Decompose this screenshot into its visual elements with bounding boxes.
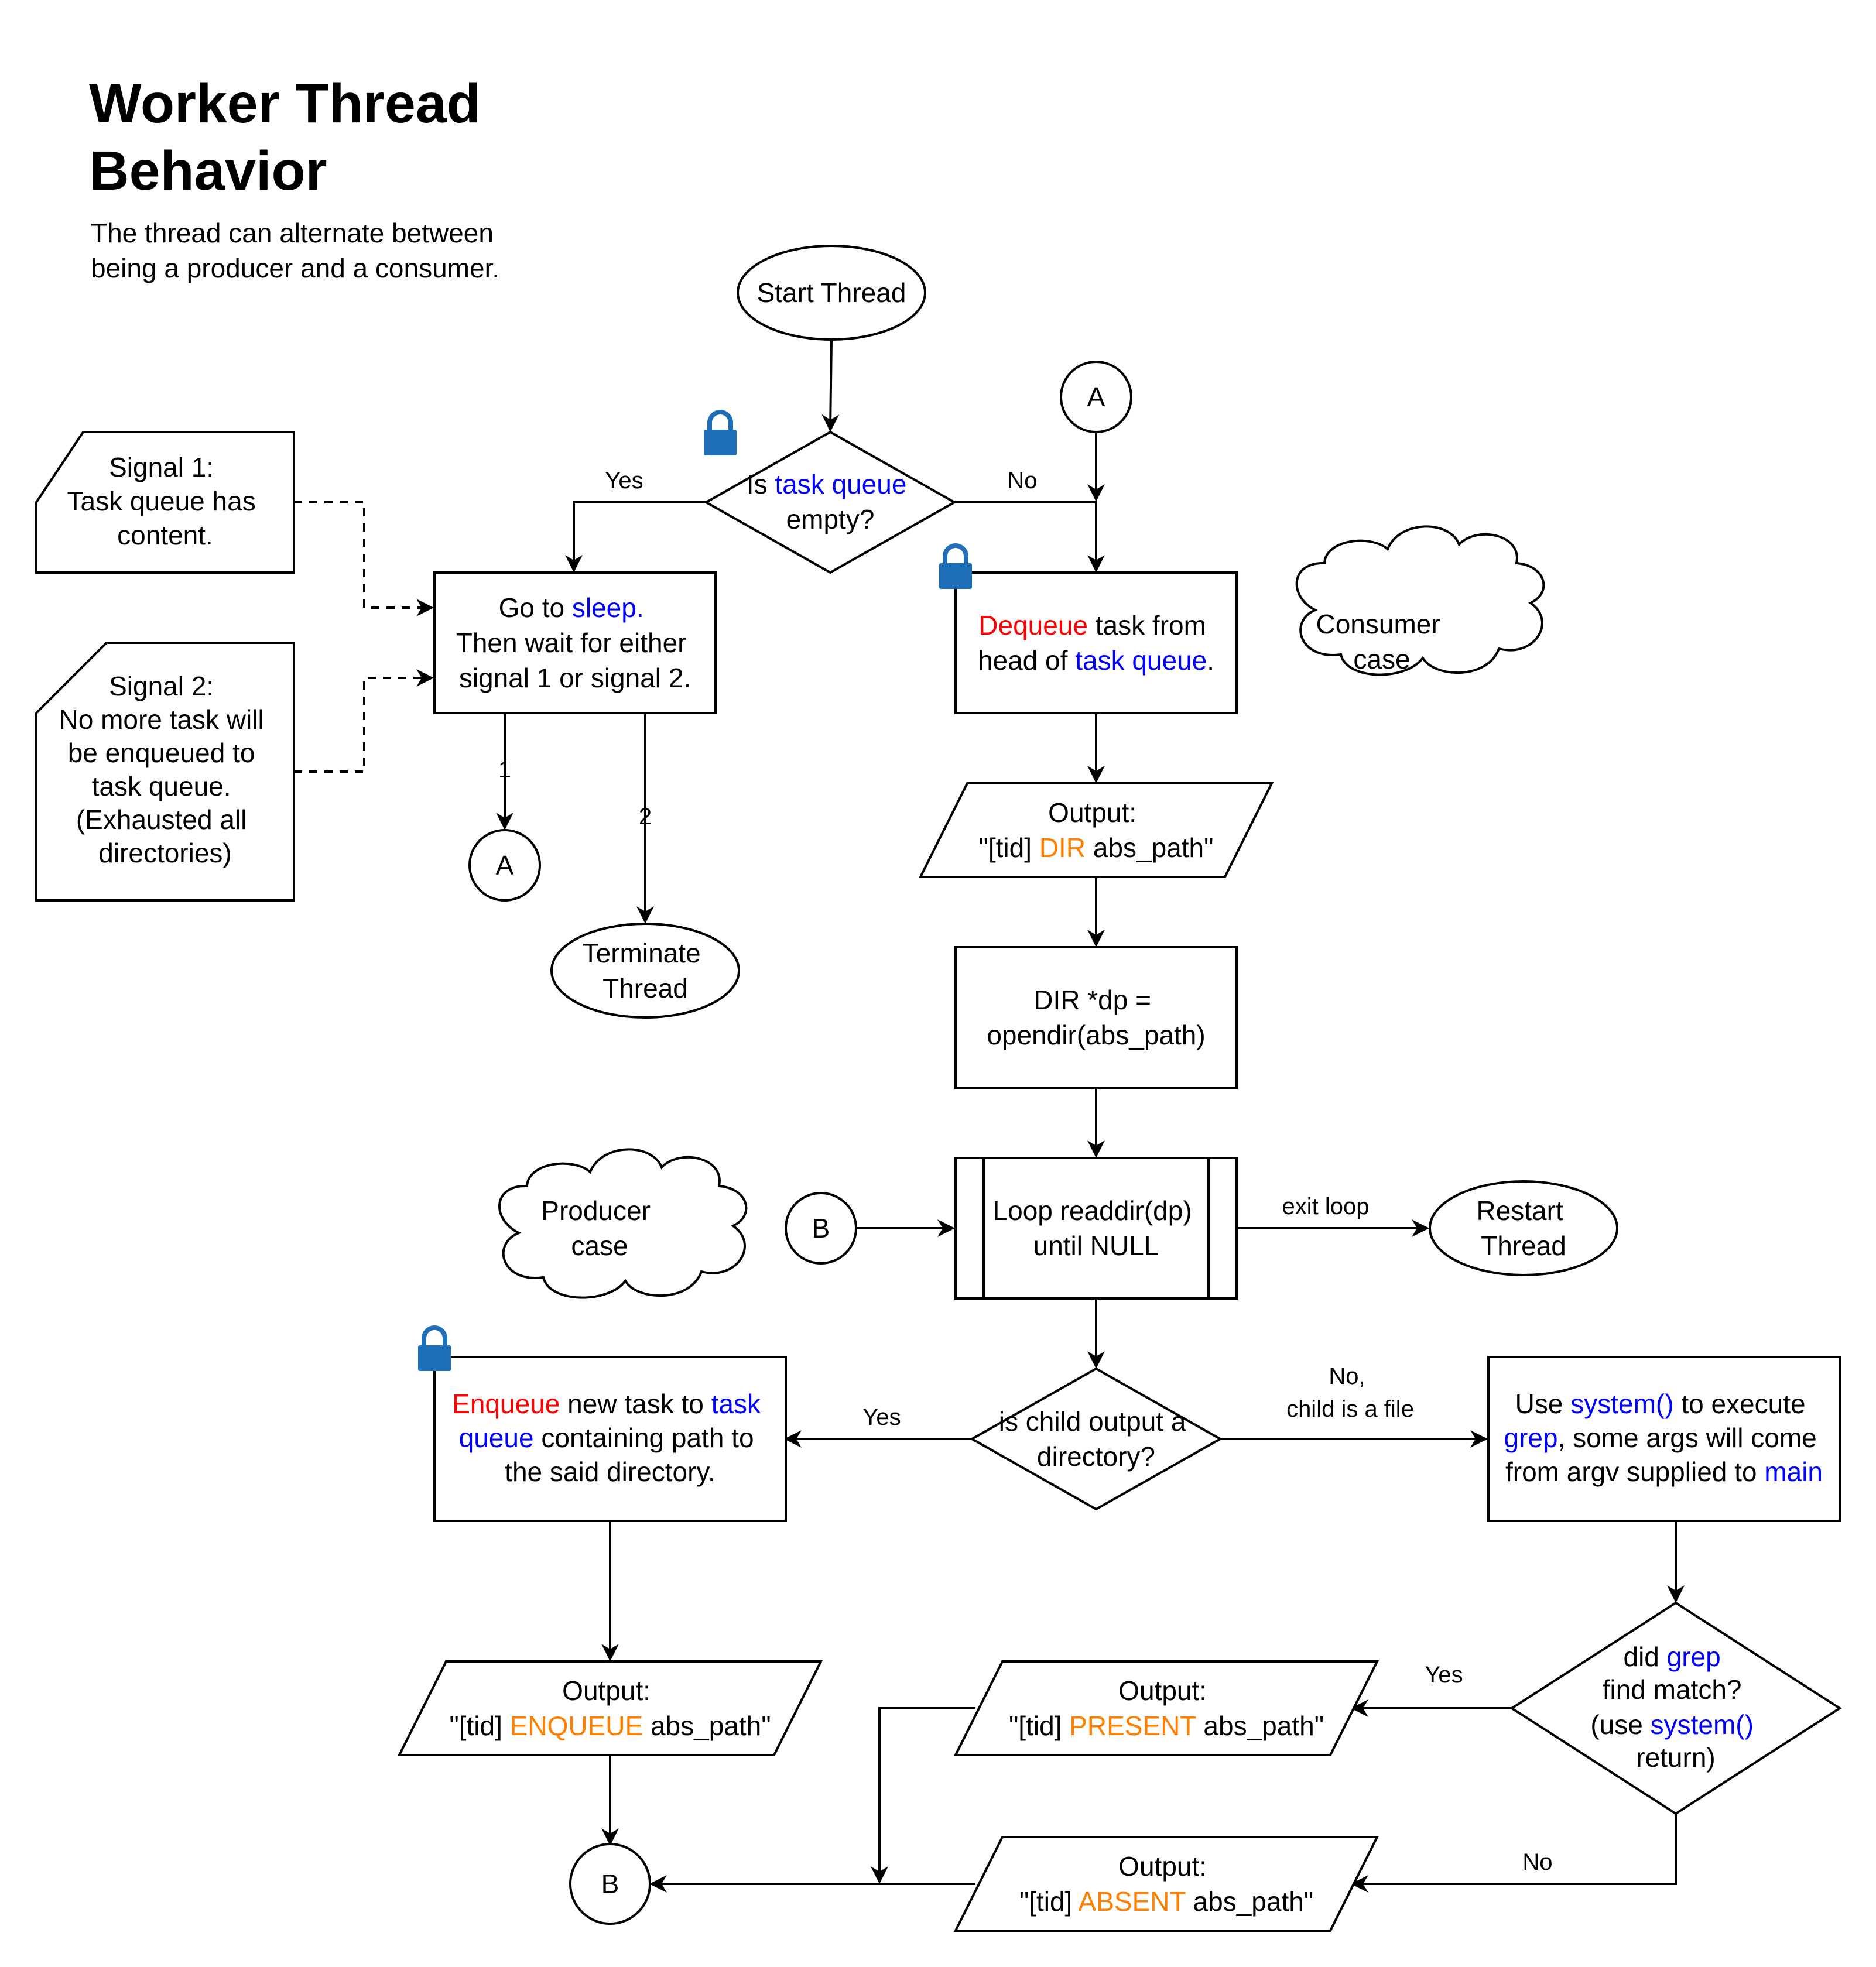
terminate-label: Terminate Thread: [583, 938, 708, 1003]
lock-icon: [939, 546, 972, 589]
edge-label-queue-no: No: [1007, 468, 1037, 494]
edge-label-isdir-no: No, child is a file: [1286, 1363, 1414, 1422]
connector-b-bottom: [569, 1843, 651, 1925]
signal2-card: [35, 642, 295, 902]
edge-label-isdir-yes: Yes: [862, 1404, 901, 1430]
enqueue-box: [433, 1356, 787, 1522]
page-subtitle: The thread can alternate between being a…: [91, 215, 676, 286]
output-dir-label: Output: "[tid] DIR abs_path": [979, 797, 1214, 863]
loop-subprocess: [954, 1157, 1238, 1300]
restart-label: Restart Thread: [1476, 1195, 1570, 1261]
edges: [294, 339, 1685, 1893]
output-present-label: Output: "[tid] PRESENT abs_path": [1009, 1675, 1324, 1741]
connector-a-top: [1060, 361, 1132, 433]
output-dir-parallelogram: [918, 782, 1274, 878]
signal1-card: [35, 431, 295, 574]
edge-label-sleep-1: 1: [498, 757, 511, 783]
signal1-label: Signal 1: Task queue has content.: [67, 452, 263, 550]
dequeue-label: Dequeue task from head of task queue.: [978, 610, 1214, 676]
sleep-label: Go to sleep. Then wait for either signal…: [456, 592, 694, 693]
opendir-label: DIR *dp = opendir(abs_path): [987, 985, 1205, 1050]
edge-grep-no: [1351, 1814, 1677, 1893]
title-line: Behavior: [89, 140, 327, 202]
edge-present-to-join: [871, 1707, 975, 1884]
dequeue-box: [954, 571, 1238, 714]
queue-empty-decision: [703, 430, 957, 574]
output-enqueue-label: Output: "[tid] ENQUEUE abs_path": [449, 1675, 771, 1741]
subtitle-line: being a producer and a consumer.: [91, 253, 500, 283]
connector-a-top-label: A: [1087, 382, 1105, 412]
consumer-cloud: [1295, 525, 1545, 676]
terminate-terminal: [550, 923, 740, 1019]
edge-signal2-to-sleep: [294, 669, 434, 773]
lock-icon: [418, 1328, 451, 1371]
edge-label-sleep-2: 2: [639, 804, 652, 830]
start-label: Start Thread: [757, 277, 906, 308]
is-dir-label: is child output a directory?: [999, 1406, 1193, 1472]
loop-label: Loop readdir(dp) until NULL: [993, 1195, 1200, 1261]
output-absent-parallelogram: [953, 1836, 1379, 1932]
grep-match-label: did grep find match? (use system() retur…: [1590, 1642, 1761, 1773]
edge-start-to-decision: [821, 339, 840, 432]
title-line: Worker Thread: [89, 73, 481, 135]
subtitle-line: The thread can alternate between: [91, 218, 494, 248]
is-dir-decision: [969, 1367, 1223, 1511]
queue-empty-label: Is task queue empty?: [747, 469, 914, 534]
edge-queue-yes: [565, 501, 706, 573]
edge-queue-no: [954, 501, 1105, 573]
connector-a-bottom: [468, 829, 541, 902]
output-absent-label: Output: "[tid] ABSENT abs_path": [1019, 1851, 1313, 1917]
producer-cloud-label: Producer case: [541, 1195, 658, 1261]
sleep-box: [433, 571, 717, 714]
consumer-cloud-label: Consumer case: [1316, 609, 1448, 674]
edge-label-grep-no: No: [1522, 1849, 1552, 1875]
connector-b-mid-label: B: [812, 1213, 830, 1243]
opendir-box: [954, 946, 1238, 1089]
edge-label-loop-exit: exit loop: [1282, 1194, 1370, 1219]
connector-b-bottom-label: B: [601, 1869, 619, 1899]
page-title: Worker Thread Behavior: [89, 70, 616, 205]
enqueue-label: Enqueue new task to task queue containin…: [452, 1389, 768, 1487]
connector-b-mid: [785, 1192, 857, 1264]
edge-signal1-to-sleep: [294, 501, 434, 616]
edge-label-grep-yes: Yes: [1425, 1662, 1463, 1688]
output-present-parallelogram: [953, 1660, 1379, 1756]
producer-cloud: [498, 1148, 748, 1299]
signal2-label: Signal 2: No more task will be enqueued …: [59, 671, 272, 868]
output-enqueue-parallelogram: [397, 1660, 823, 1756]
grep-exec-box: [1487, 1356, 1841, 1522]
lock-icon: [704, 412, 737, 455]
grep-match-decision: [1509, 1601, 1842, 1815]
restart-terminal: [1429, 1180, 1618, 1276]
grep-exec-label: Use system() to execute grep, some args …: [1504, 1389, 1824, 1487]
connector-a-bottom-label: A: [496, 850, 514, 880]
edge-label-queue-yes: Yes: [605, 468, 643, 494]
start-terminal: [737, 245, 926, 341]
